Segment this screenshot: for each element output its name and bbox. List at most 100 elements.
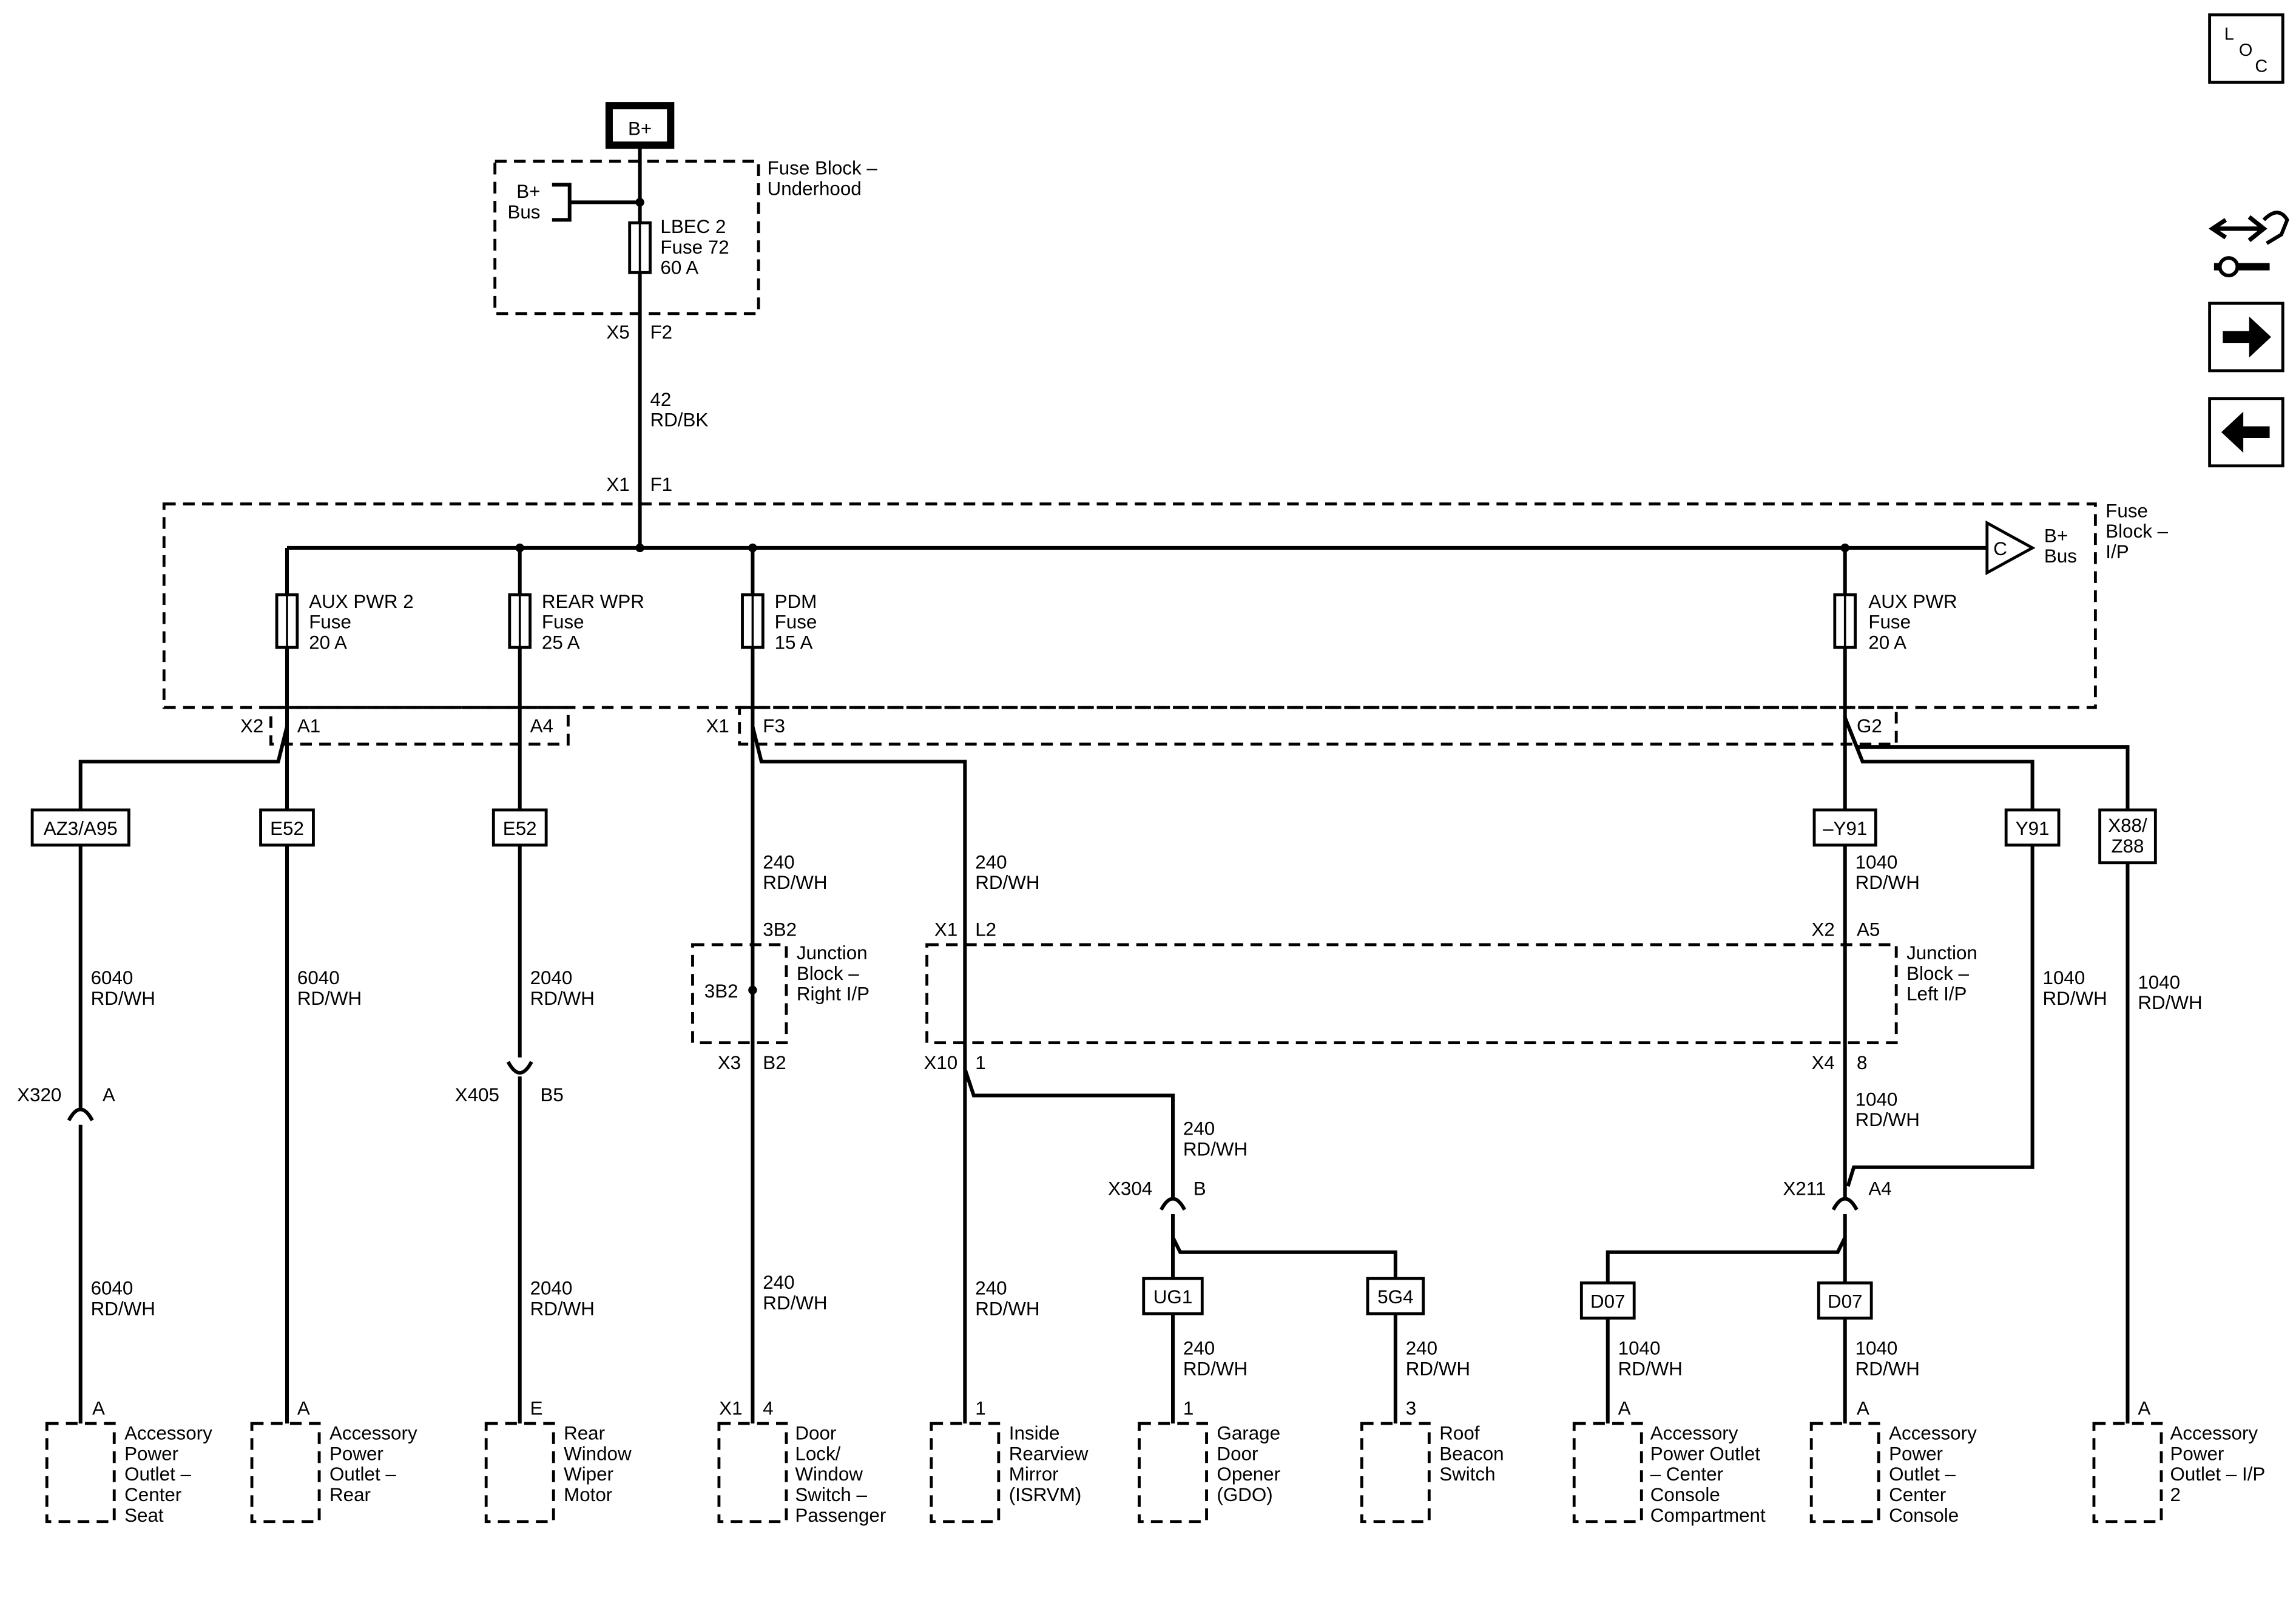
svg-text:Y91: Y91: [2016, 818, 2050, 839]
svg-text:C: C: [2255, 57, 2267, 76]
svg-text:D07: D07: [1590, 1291, 1626, 1312]
svg-text:B2: B2: [763, 1052, 786, 1073]
svg-text:A: A: [1618, 1398, 1631, 1419]
svg-text:A5: A5: [1857, 919, 1880, 940]
option-d07-a: [1579, 1281, 1636, 1320]
svg-text:8: 8: [1857, 1052, 1867, 1073]
svg-text:G2: G2: [1857, 715, 1882, 737]
svg-text:X211: X211: [1783, 1178, 1826, 1200]
option-x88-z88: [2098, 808, 2157, 865]
option-y91: [2004, 808, 2061, 847]
svg-text:L2: L2: [975, 919, 996, 940]
svg-text:E52: E52: [503, 818, 537, 839]
svg-text:1: 1: [975, 1398, 985, 1419]
svg-text:X10: X10: [923, 1052, 957, 1073]
underhood-block-name: Fuse Block –Underhood: [768, 158, 878, 200]
ip-fuse-block: [162, 502, 2097, 709]
ip-pin-in: F1: [650, 474, 672, 495]
next-page-button[interactable]: [2208, 302, 2284, 373]
svg-text:–Y91: –Y91: [1823, 818, 1867, 839]
junction-block-left-ip: [925, 943, 1898, 1045]
svg-text:1: 1: [975, 1052, 985, 1073]
svg-text:1: 1: [1183, 1398, 1194, 1419]
svg-text:O: O: [2239, 41, 2253, 60]
underhood-bus-bracket: [552, 183, 640, 222]
svg-text:3B2: 3B2: [704, 981, 738, 1002]
svg-text:A: A: [1857, 1398, 1869, 1419]
option-d07-b: [1817, 1281, 1873, 1320]
svg-text:X320: X320: [17, 1084, 61, 1106]
ip-conn-in: X1: [606, 474, 629, 495]
inline-x320: [67, 1107, 94, 1122]
power-source-label: B+: [628, 118, 652, 139]
svg-text:X405: X405: [455, 1084, 499, 1106]
svg-text:5G4: 5G4: [1377, 1286, 1413, 1308]
svg-text:UG1: UG1: [1153, 1286, 1192, 1308]
ip-bus-label: B+Bus: [2044, 525, 2077, 567]
inline-x211: [1831, 1197, 1859, 1211]
svg-text:X1: X1: [934, 919, 957, 940]
svg-text:AZ3/A95: AZ3/A95: [44, 818, 118, 839]
option-not-y91: [1812, 808, 1877, 847]
svg-text:X304: X304: [1108, 1178, 1152, 1200]
inline-x304: [1160, 1197, 1186, 1211]
svg-text:3B2: 3B2: [763, 919, 797, 940]
ip-bus-marker: C: [1993, 538, 2007, 559]
svg-text:B5: B5: [540, 1084, 563, 1106]
arrow-left-icon: [2221, 411, 2270, 453]
previous-page-button[interactable]: [2208, 397, 2284, 468]
ip-bus-connector: [1985, 520, 2036, 576]
svg-text:D07: D07: [1828, 1291, 1863, 1312]
svg-text:A4: A4: [530, 715, 553, 737]
svg-text:X2: X2: [240, 715, 263, 737]
component-locator-icon[interactable]: [2208, 211, 2289, 278]
svg-text:X4: X4: [1811, 1052, 1834, 1073]
svg-text:A1: A1: [297, 715, 320, 737]
svg-text:B: B: [1194, 1178, 1206, 1200]
svg-text:A: A: [2138, 1398, 2150, 1419]
svg-text:X1: X1: [706, 715, 729, 737]
svg-text:A: A: [297, 1398, 310, 1419]
underhood-conn: X5: [606, 322, 629, 343]
loc-button[interactable]: L O C: [2208, 13, 2284, 84]
option-az3-a95: [30, 808, 130, 847]
arrow-right-icon: [2223, 316, 2271, 358]
svg-text:3: 3: [1406, 1398, 1416, 1419]
svg-text:X1: X1: [719, 1398, 742, 1419]
underhood-pin: F2: [650, 322, 672, 343]
option-ug1: [1142, 1277, 1204, 1315]
underhood-bus-label: B+Bus: [507, 181, 540, 223]
svg-text:E52: E52: [270, 818, 304, 839]
